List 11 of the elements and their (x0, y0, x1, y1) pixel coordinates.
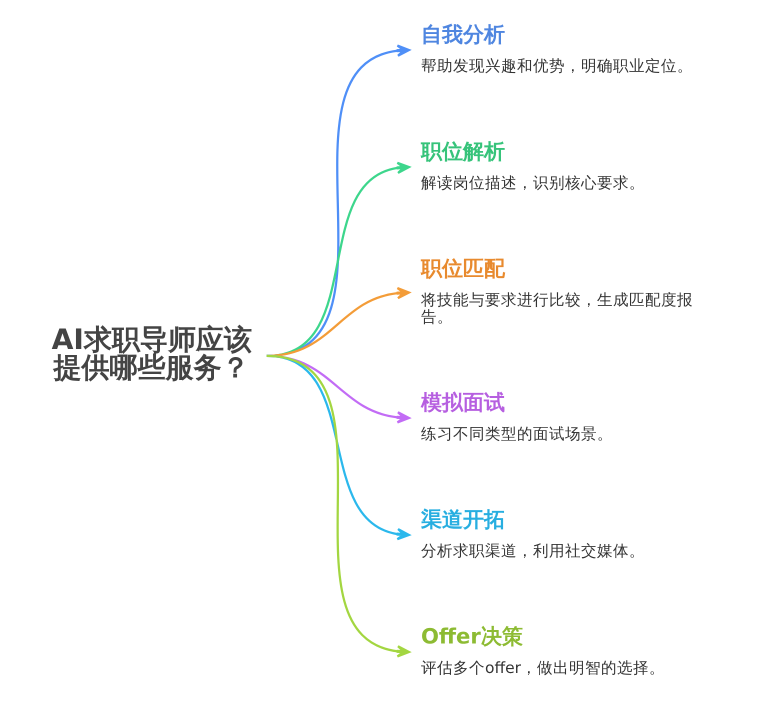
arrow (266, 44, 410, 358)
arrow (266, 286, 410, 358)
node-text: 渠道开拓 分析求职渠道，利用社交媒体。 (420, 506, 644, 560)
node-text: 模拟面试 练习不同类型的面试场景。 (420, 390, 612, 443)
node-text: Offer决策 评估多个offer，做出明智的选择。 (420, 624, 665, 677)
node-text: 自我分析 帮助发现兴趣和优势，明确职业定位。 (420, 22, 692, 75)
node-text: AI求职导师应该提供哪些服务？ (51, 322, 252, 384)
node-text: 职位匹配 将技能与要求进行比较，生成匹配度报告。 (420, 256, 692, 326)
arrow (266, 354, 410, 658)
node-text: 职位解析 解读岗位描述，识别核心要求。 (420, 138, 644, 192)
arrow (266, 162, 410, 358)
